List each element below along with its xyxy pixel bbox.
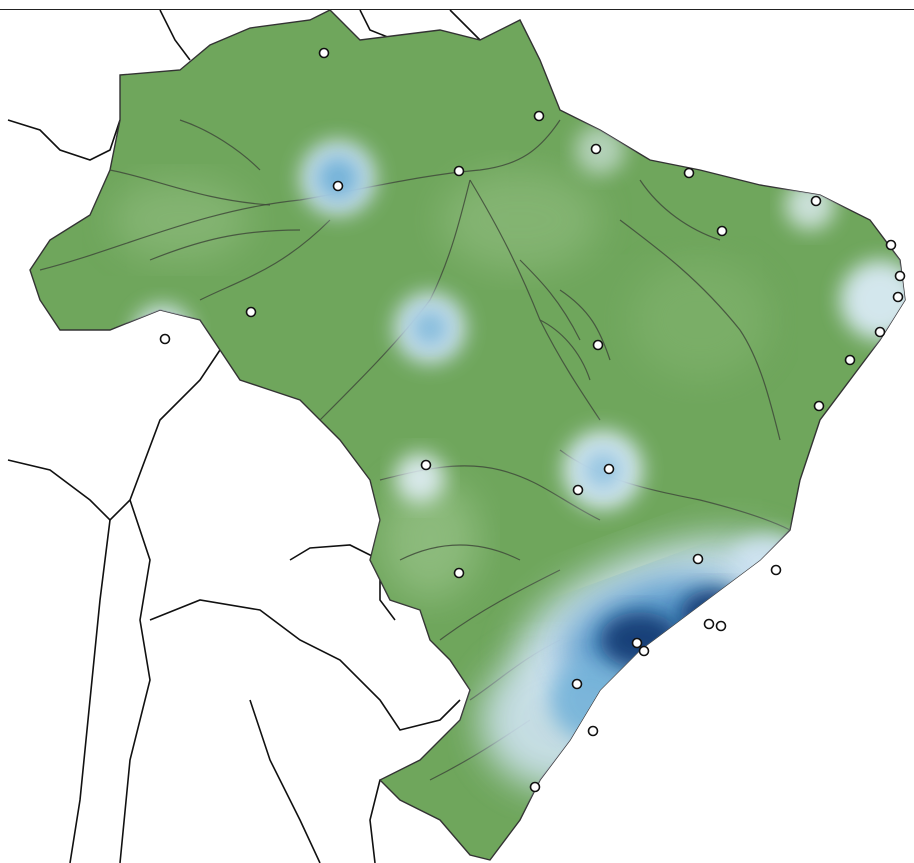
station-marker [631,637,643,649]
station-marker [813,400,825,412]
station-marker [529,781,541,793]
top-border-line [0,9,914,10]
station-marker [810,195,822,207]
station-marker [245,306,257,318]
station-markers [159,47,906,793]
station-marker [332,180,344,192]
station-marker [692,553,704,565]
station-marker [453,165,465,177]
station-marker [420,459,432,471]
station-marker [318,47,330,59]
brazil-landmass [29,9,906,861]
station-marker [703,618,715,630]
station-marker [590,143,602,155]
station-marker [874,326,886,338]
station-marker [894,270,906,282]
station-marker [844,354,856,366]
station-marker [453,567,465,579]
neighbor-borders [7,9,481,863]
station-marker [892,291,904,303]
station-marker [587,725,599,737]
density-overlay [133,125,905,790]
station-marker [592,339,604,351]
station-marker [716,225,728,237]
station-marker [572,484,584,496]
station-marker [885,239,897,251]
station-marker [715,620,727,632]
station-marker [638,645,650,657]
station-marker [770,564,782,576]
station-marker [533,110,545,122]
station-marker [159,333,171,345]
station-marker [603,463,615,475]
station-marker [571,678,583,690]
river-network [39,119,791,781]
station-marker [683,167,695,179]
